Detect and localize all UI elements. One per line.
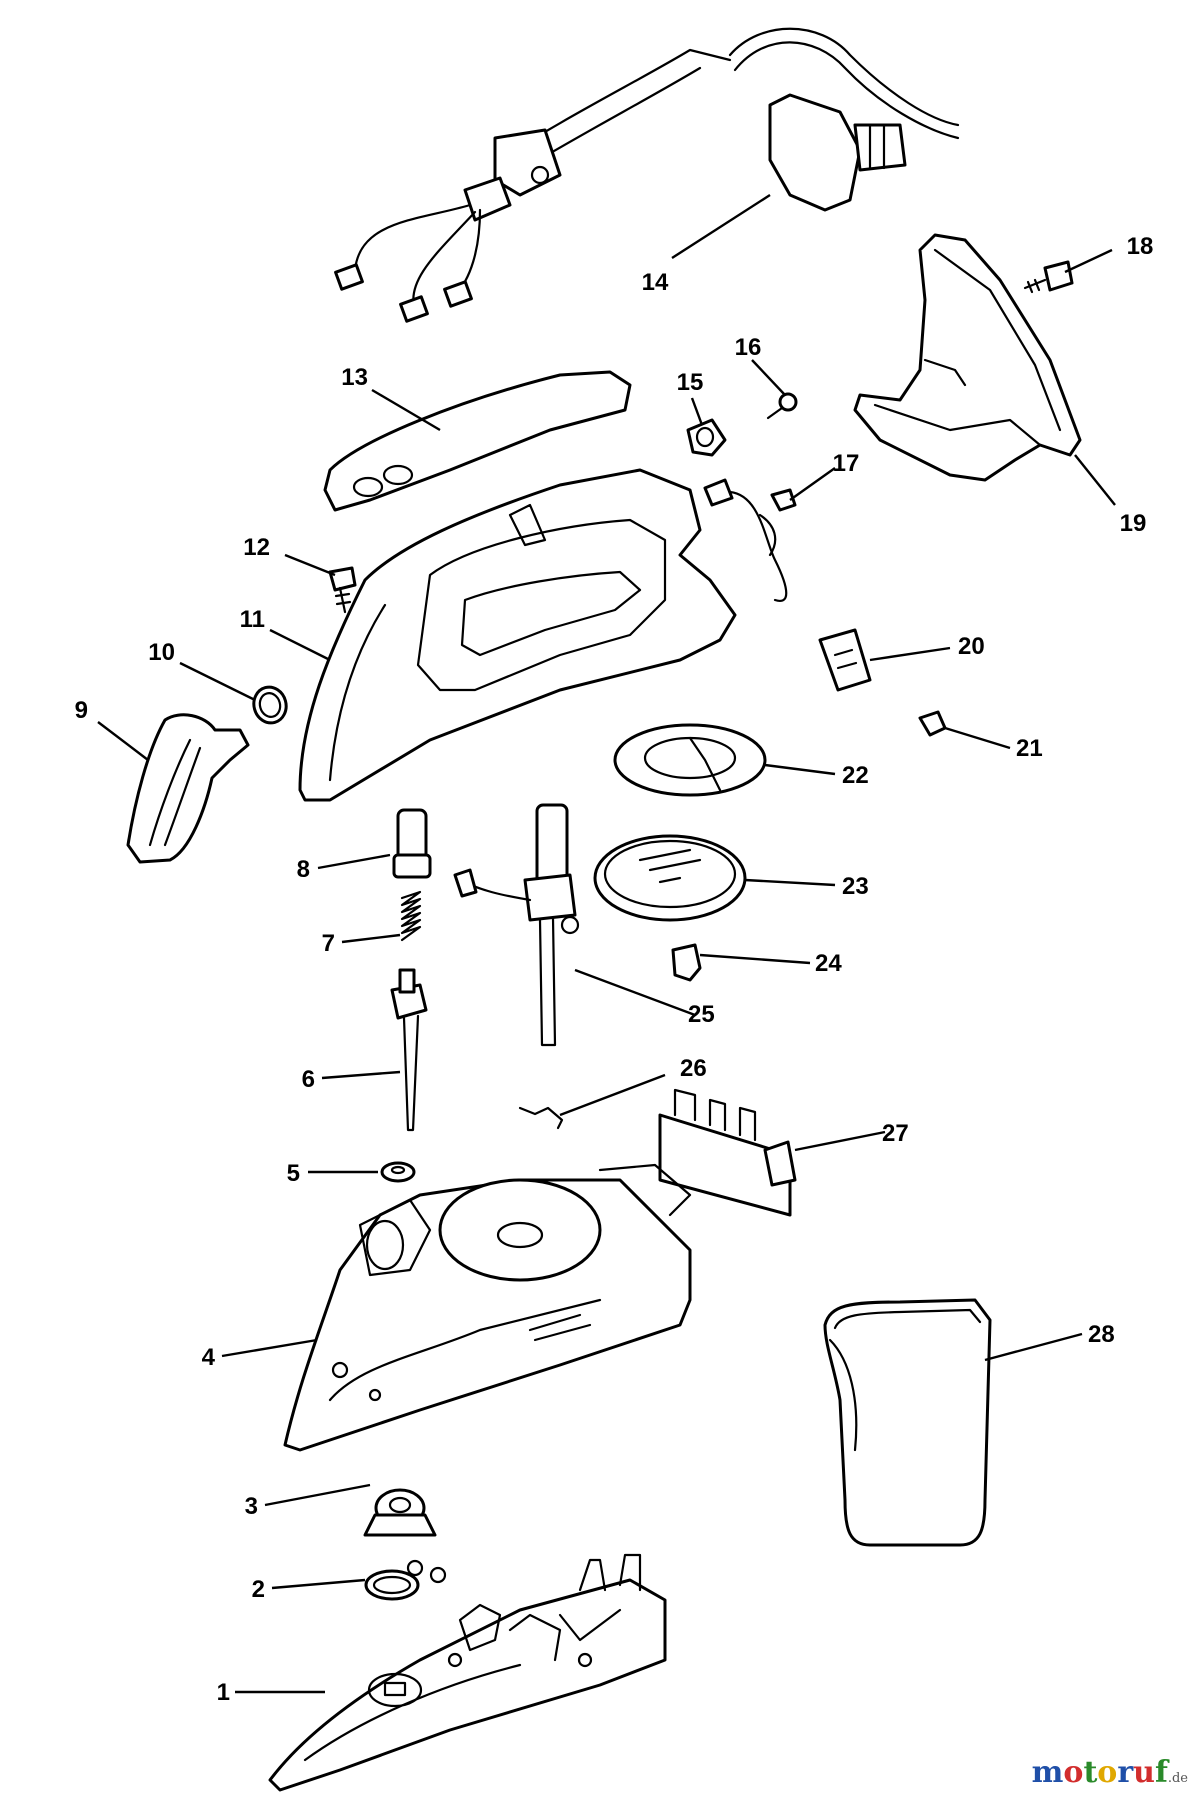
part-screw-18 (1023, 260, 1074, 294)
part-gasket (364, 1559, 447, 1601)
leader-27 (794, 1130, 886, 1152)
part-label-21: 21 (1016, 735, 1043, 762)
leader-28 (984, 1332, 1083, 1362)
part-label-11: 11 (240, 606, 265, 633)
part-clip-21 (918, 710, 947, 737)
leader-15 (690, 397, 704, 426)
leader-lines (97, 193, 1116, 1694)
part-cable-clip (703, 478, 797, 603)
part-label-8: 8 (297, 856, 310, 883)
part-knob-24 (671, 943, 702, 982)
leader-16 (751, 359, 786, 396)
part-label-6: 6 (302, 1066, 315, 1093)
part-label-3: 3 (245, 1493, 258, 1520)
part-label-1: 1 (217, 1679, 230, 1706)
leader-22 (764, 763, 836, 776)
part-label-15: 15 (677, 369, 704, 396)
part-label-27: 27 (882, 1120, 909, 1147)
leader-23 (744, 878, 836, 887)
leader-8 (317, 853, 391, 870)
part-screw-12 (328, 566, 357, 614)
part-heel-cover (853, 233, 1082, 482)
leader-24 (699, 953, 811, 965)
part-power-cord (334, 27, 960, 323)
watermark-letter: t (1083, 1755, 1098, 1790)
leader-9 (97, 721, 149, 761)
watermark-letter: o (1097, 1755, 1118, 1790)
part-label-25: 25 (688, 1001, 715, 1028)
part-label-5: 5 (287, 1160, 300, 1187)
leader-11 (269, 628, 331, 662)
part-measuring-cup (823, 1298, 992, 1547)
part-label-4: 4 (202, 1344, 216, 1371)
part-valve-rod (390, 968, 428, 1132)
leader-19 (1074, 454, 1116, 506)
part-label-26: 26 (680, 1055, 707, 1082)
leader-12 (284, 553, 336, 577)
part-handle-cover (323, 370, 632, 512)
part-label-24: 24 (815, 950, 842, 977)
leader-21 (944, 726, 1011, 750)
leader-6 (321, 1070, 401, 1080)
leader-2 (271, 1578, 366, 1590)
part-labels: 1 2 3 4 5 6 7 8 9 10 11 12 13 14 15 16 1… (75, 233, 1154, 1706)
leader-17 (789, 467, 836, 501)
part-switch-button (818, 628, 872, 692)
watermark-letter: m (1031, 1755, 1064, 1790)
leader-26 (559, 1073, 666, 1117)
part-housing (298, 468, 737, 802)
part-thermostat-dial (593, 834, 747, 922)
part-steam-valve (363, 1488, 437, 1537)
part-ring-10 (252, 685, 288, 725)
part-push-button (392, 808, 432, 879)
part-knob-15 (686, 418, 727, 457)
leader-13 (371, 388, 441, 432)
part-dial-disc (613, 723, 767, 797)
leader-10 (179, 661, 256, 702)
part-pump-tube (453, 803, 580, 1047)
leader-20 (869, 646, 951, 662)
part-label-16: 16 (735, 334, 762, 361)
part-label-28: 28 (1088, 1321, 1115, 1348)
part-label-13: 13 (341, 364, 368, 391)
part-spring (400, 890, 422, 942)
part-label-17: 17 (833, 450, 860, 477)
part-washer (380, 1161, 416, 1183)
part-nozzle-cap (126, 713, 250, 864)
part-label-23: 23 (842, 873, 869, 900)
part-terminal-block (658, 1088, 797, 1217)
part-label-12: 12 (243, 534, 270, 561)
part-label-2: 2 (252, 1576, 265, 1603)
part-label-14: 14 (642, 269, 669, 296)
part-label-22: 22 (842, 762, 869, 789)
part-wire-clip (518, 1106, 564, 1130)
watermark-letter: o (1063, 1755, 1084, 1790)
part-label-19: 19 (1120, 510, 1147, 537)
part-water-tank (283, 1163, 692, 1452)
watermark-letter: f (1154, 1755, 1168, 1790)
part-label-7: 7 (322, 930, 335, 957)
part-soleplate (268, 1553, 667, 1792)
part-label-9: 9 (75, 697, 88, 724)
leader-14 (671, 193, 771, 260)
part-label-10: 10 (148, 639, 175, 666)
watermark-letter: u (1133, 1755, 1155, 1790)
leader-7 (341, 933, 401, 944)
leader-4 (221, 1338, 318, 1358)
watermark-suffix: .de (1167, 1771, 1188, 1786)
part-label-18: 18 (1127, 233, 1154, 260)
part-screw-16 (766, 392, 798, 420)
watermark-logo: motoruf.de (1032, 1755, 1188, 1790)
leader-3 (264, 1483, 371, 1507)
part-label-20: 20 (958, 633, 985, 660)
leader-18 (1064, 248, 1113, 274)
leader-25 (574, 968, 696, 1017)
watermark-letter: r (1117, 1755, 1134, 1790)
